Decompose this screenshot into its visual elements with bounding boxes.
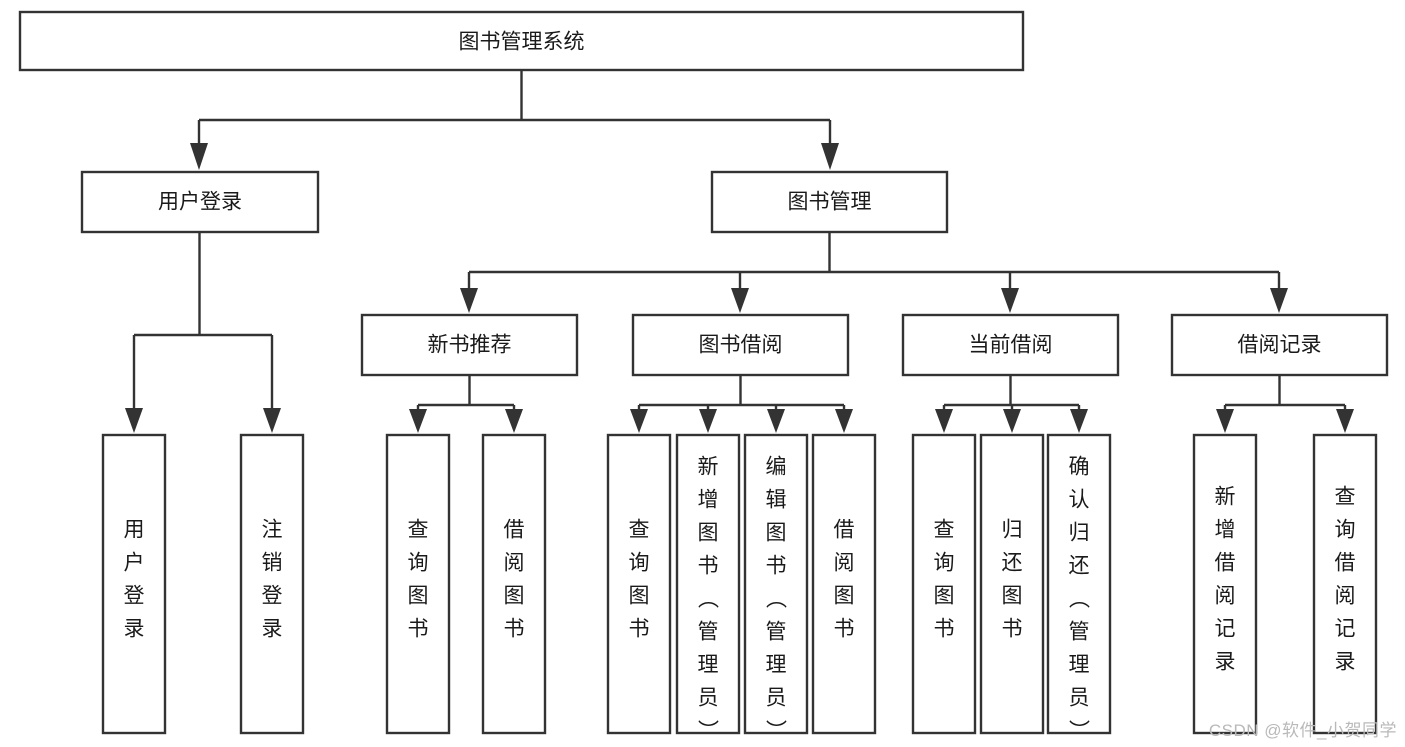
node-root[interactable]: 图书管理系统 [18, 10, 1025, 72]
leaf-node-label: 查询图书 [408, 519, 429, 641]
leaf-node[interactable]: 查询图书 [385, 433, 451, 735]
node-user-login-box[interactable] [80, 170, 320, 234]
leaf-node-label: 归还图书 [1002, 519, 1023, 641]
leaf-node-label: 确认归还（管理员） [1069, 456, 1091, 743]
leaf-node[interactable]: 归还图书 [979, 433, 1045, 735]
node-new-book-recommend[interactable]: 新书推荐 [360, 313, 579, 377]
leaf-node-label: 借阅图书 [504, 519, 525, 641]
leaf-node-layer: 用户登录 注销登录 查询图书 借阅图书 查询图书 新增图书（管理员） 编辑图书（管理员） 借阅… [101, 433, 1378, 743]
leaf-node-label: 借阅图书 [834, 519, 855, 641]
leaf-node-label: 查询图书 [934, 519, 955, 641]
leaf-node[interactable]: 新增借阅记录 [1192, 433, 1258, 735]
leaf-node[interactable]: 注销登录 [239, 433, 305, 735]
arrow-head-icon [821, 143, 839, 170]
leaf-node-box[interactable] [101, 433, 167, 735]
node-borrow-record-label: 借阅记录 [1238, 334, 1322, 357]
arrow-head-icon [767, 409, 785, 433]
leaf-node[interactable]: 查询图书 [911, 433, 977, 735]
arrow-head-icon [630, 409, 648, 433]
leaf-node[interactable]: 用户登录 [101, 433, 167, 735]
leaf-node[interactable]: 确认归还（管理员） [1046, 433, 1112, 743]
node-book-borrow-label: 图书借阅 [699, 334, 783, 357]
leaf-node-label: 新增借阅记录 [1215, 486, 1236, 674]
connector-layer [125, 70, 1354, 433]
arrow-head-icon [835, 409, 853, 433]
arrow-head-icon [1070, 409, 1088, 433]
arrow-head-icon [263, 408, 281, 433]
leaf-node-box[interactable] [481, 433, 547, 735]
leaf-node-label: 用户登录 [124, 519, 145, 641]
leaf-node-label: 新增图书（管理员） [698, 456, 720, 743]
node-book-manage[interactable]: 图书管理 [710, 170, 949, 234]
node-book-manage-box[interactable] [710, 170, 949, 234]
arrow-head-icon [935, 409, 953, 433]
leaf-node-box[interactable] [811, 433, 877, 735]
node-user-login-label: 用户登录 [158, 191, 242, 214]
leaf-node[interactable]: 借阅图书 [481, 433, 547, 735]
arrow-head-icon [699, 409, 717, 433]
leaf-node-label: 编辑图书（管理员） [766, 456, 788, 743]
node-book-manage-label: 图书管理 [788, 191, 872, 214]
leaf-node-box[interactable] [675, 433, 741, 735]
leaf-node[interactable]: 新增图书（管理员） [675, 433, 741, 743]
arrow-head-icon [460, 288, 478, 313]
leaf-node-box[interactable] [743, 433, 809, 735]
leaf-node[interactable]: 查询图书 [606, 433, 672, 735]
leaf-node[interactable]: 查询借阅记录 [1312, 433, 1378, 735]
leaf-node-box[interactable] [1192, 433, 1258, 735]
arrow-head-icon [505, 409, 523, 433]
node-root-box[interactable] [18, 10, 1025, 72]
leaf-node-box[interactable] [1046, 433, 1112, 735]
arrow-head-icon [731, 288, 749, 313]
leaf-node-box[interactable] [911, 433, 977, 735]
node-new-book-recommend-box[interactable] [360, 313, 579, 377]
node-new-book-recommend-label: 新书推荐 [428, 334, 512, 357]
arrow-head-icon [409, 409, 427, 433]
node-current-borrow[interactable]: 当前借阅 [901, 313, 1120, 377]
arrow-head-icon [1270, 288, 1288, 313]
arrow-head-icon [1216, 409, 1234, 433]
node-borrow-record-box[interactable] [1170, 313, 1389, 377]
leaf-node-box[interactable] [1312, 433, 1378, 735]
leaf-node[interactable]: 编辑图书（管理员） [743, 433, 809, 743]
node-user-login[interactable]: 用户登录 [80, 170, 320, 234]
leaf-node-label: 查询借阅记录 [1335, 486, 1356, 674]
node-current-borrow-box[interactable] [901, 313, 1120, 377]
node-book-borrow[interactable]: 图书借阅 [631, 313, 850, 377]
arrow-head-icon [1001, 288, 1019, 313]
leaf-node-box[interactable] [239, 433, 305, 735]
leaf-node[interactable]: 借阅图书 [811, 433, 877, 735]
node-root-label: 图书管理系统 [459, 31, 585, 54]
leaf-node-box[interactable] [385, 433, 451, 735]
arrow-head-icon [1003, 409, 1021, 433]
arrow-head-icon [1336, 409, 1354, 433]
leaf-node-box[interactable] [606, 433, 672, 735]
leaf-node-label: 注销登录 [262, 519, 283, 641]
arrow-head-icon [190, 143, 208, 170]
node-current-borrow-label: 当前借阅 [969, 334, 1053, 357]
node-borrow-record[interactable]: 借阅记录 [1170, 313, 1389, 377]
arrow-head-icon [125, 408, 143, 433]
leaf-node-box[interactable] [979, 433, 1045, 735]
node-book-borrow-box[interactable] [631, 313, 850, 377]
leaf-node-label: 查询图书 [629, 519, 650, 641]
